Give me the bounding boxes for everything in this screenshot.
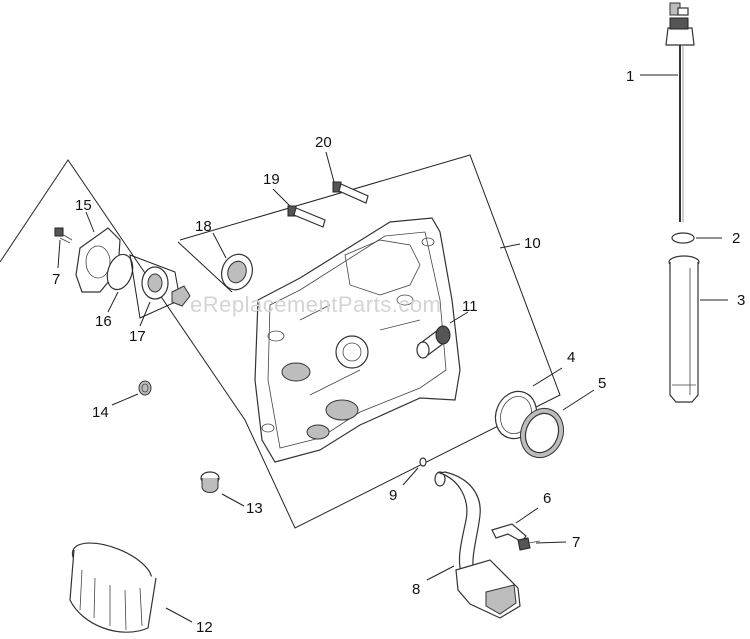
callout-17: 17	[129, 328, 146, 345]
callout-labels: 1 2 3 4 5 6 7 8 9 10 11 12 13 14 15 16 1…	[52, 68, 745, 636]
small-o-ring[interactable]	[419, 457, 427, 467]
cover-screw[interactable]	[54, 227, 73, 244]
callout-13: 13	[246, 500, 263, 517]
bolt-20[interactable]	[332, 181, 369, 204]
callout-19: 19	[263, 171, 280, 188]
callout-12: 12	[196, 619, 213, 636]
oil-filter[interactable]	[66, 534, 157, 633]
drain-plug[interactable]	[200, 471, 220, 493]
oil-seal[interactable]	[177, 241, 257, 294]
o-ring[interactable]	[671, 232, 695, 244]
dipstick-tube[interactable]	[668, 255, 700, 403]
callout-18: 18	[195, 218, 212, 235]
callout-10: 10	[524, 235, 541, 252]
watermark: eReplacementParts.com	[190, 292, 441, 317]
callout-8: 8	[412, 581, 420, 598]
callout-7-cover: 7	[52, 271, 60, 288]
oil-pump[interactable]	[129, 254, 191, 319]
callout-6: 6	[543, 490, 551, 507]
pump-o-ring[interactable]	[103, 251, 137, 293]
dipstick[interactable]	[665, 2, 695, 222]
closure-plate-outline	[0, 154, 561, 529]
callout-1: 1	[626, 68, 634, 85]
bolt-19[interactable]	[287, 205, 326, 228]
callout-5: 5	[598, 375, 606, 392]
filter-nipple[interactable]	[416, 325, 451, 359]
oil-pickup[interactable]	[434, 471, 521, 619]
callout-9: 9	[389, 487, 397, 504]
pipe-plug[interactable]	[138, 380, 152, 396]
callout-14: 14	[92, 404, 109, 421]
callout-7-bracket: 7	[572, 534, 580, 551]
callout-15: 15	[75, 197, 92, 214]
callout-4: 4	[567, 349, 575, 366]
callout-11: 11	[462, 298, 478, 315]
callout-16: 16	[95, 313, 112, 330]
bracket-screw[interactable]	[517, 537, 541, 551]
callout-20: 20	[315, 134, 332, 151]
pickup-gasket[interactable]	[514, 402, 571, 463]
callout-2: 2	[732, 230, 740, 247]
leader-lines	[57, 74, 728, 623]
closure-plate[interactable]	[254, 217, 461, 463]
callout-3: 3	[737, 292, 745, 309]
